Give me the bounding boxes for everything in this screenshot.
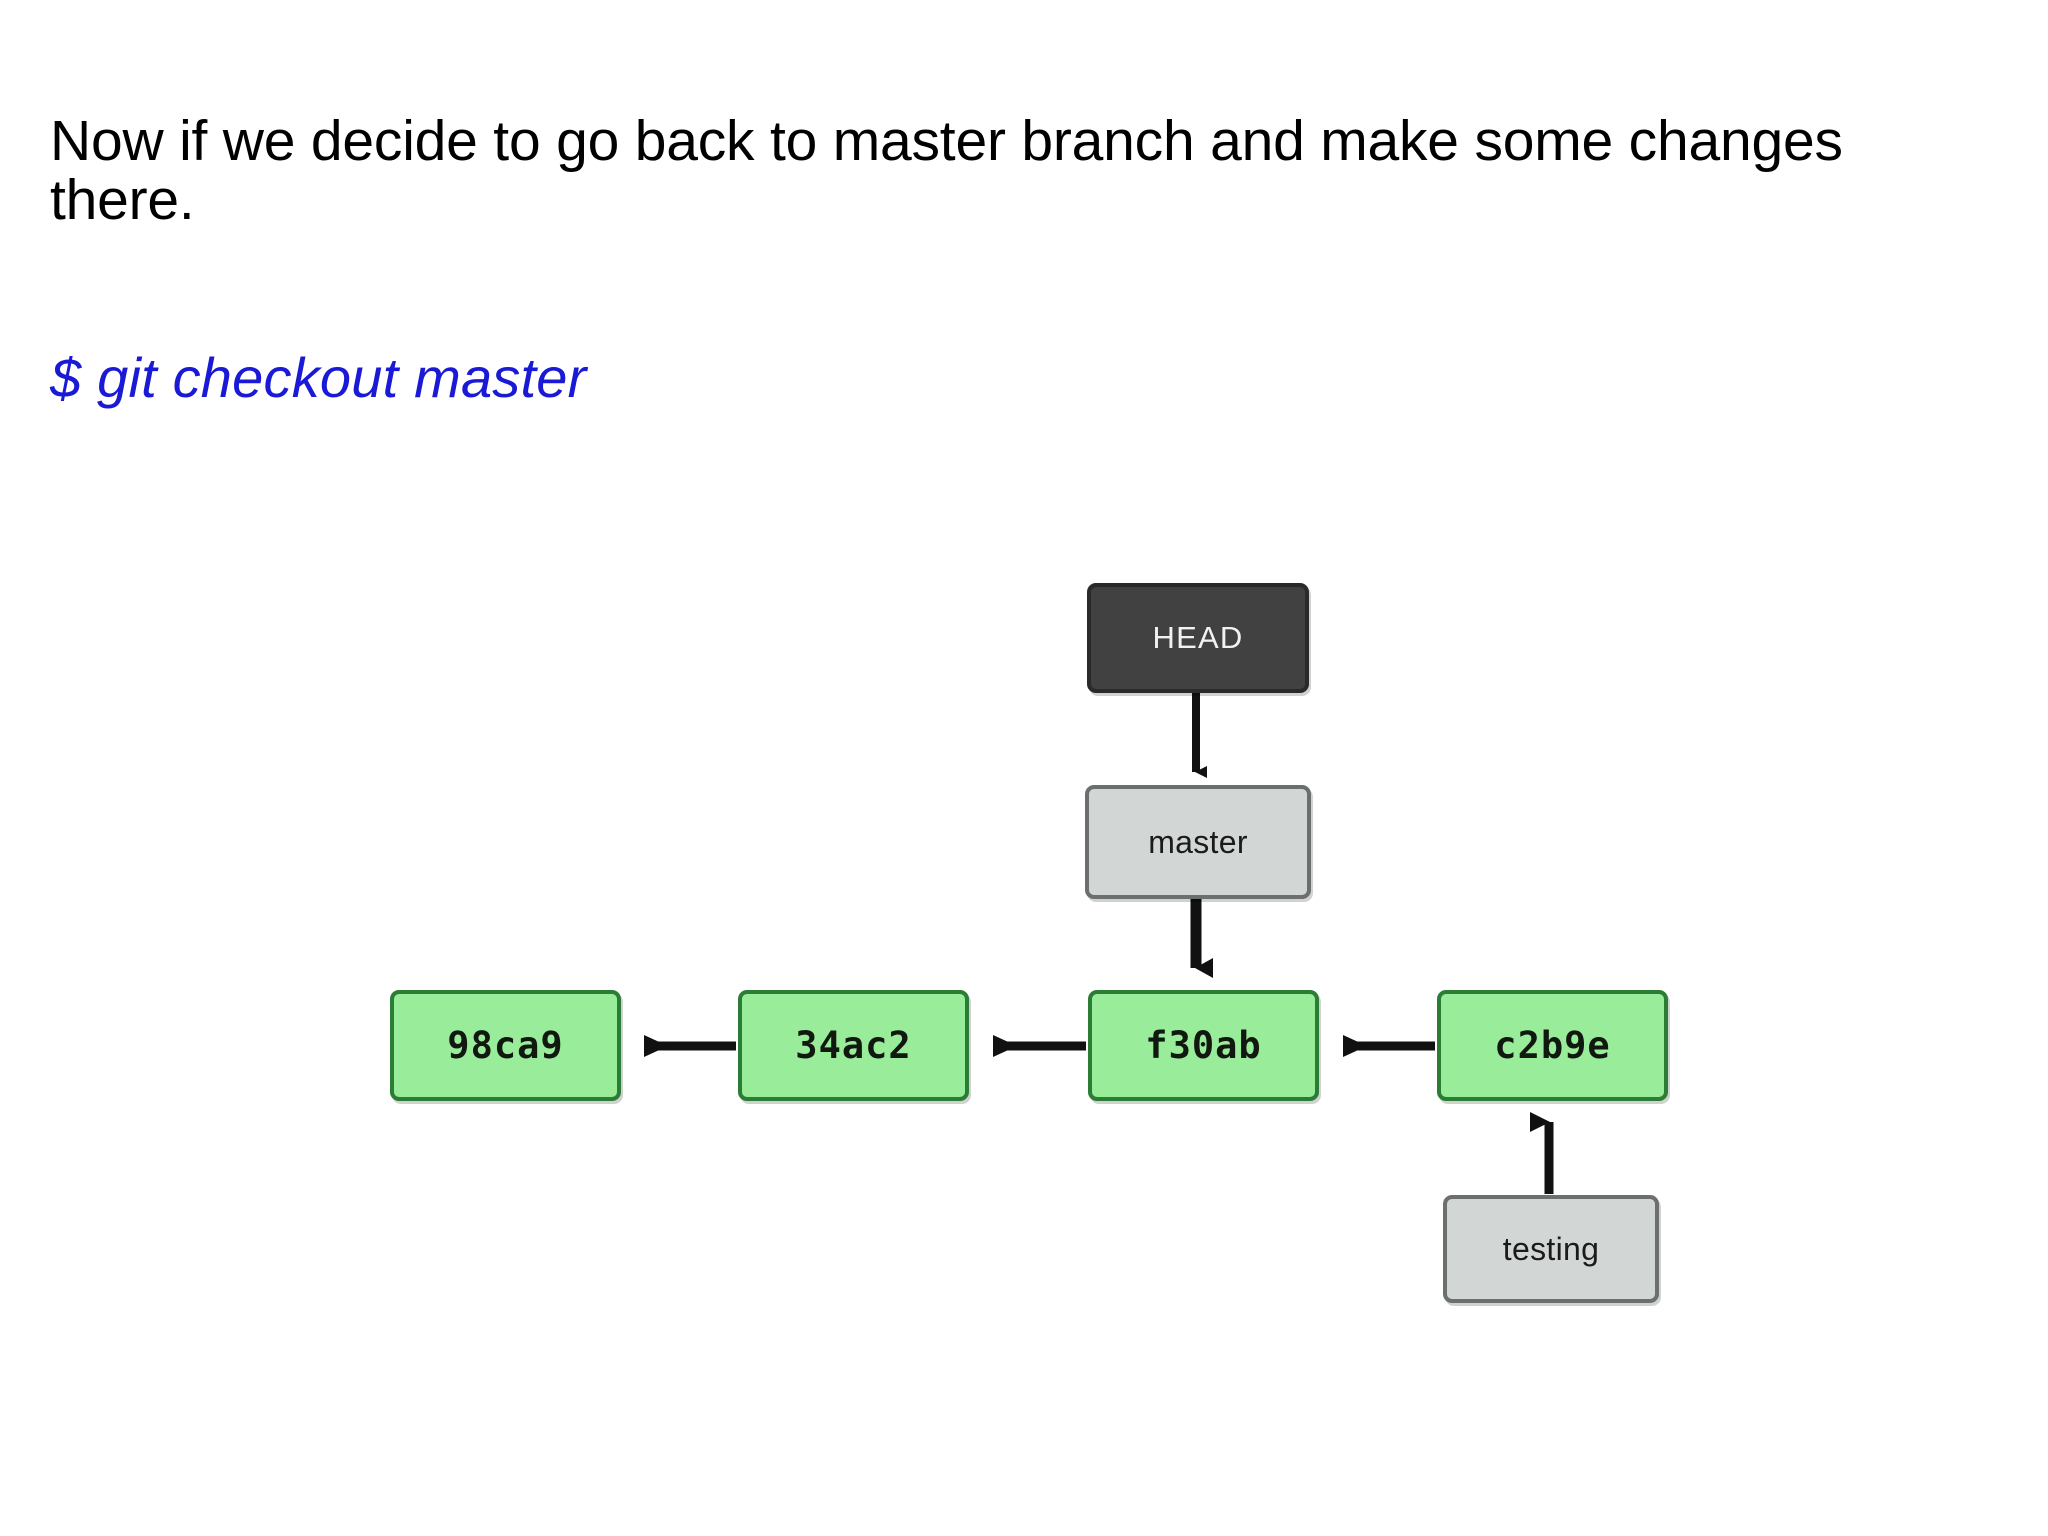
node-master-label: master	[1148, 823, 1248, 860]
node-commit-label: c2b9e	[1494, 1024, 1611, 1067]
node-commit-label: f30ab	[1145, 1024, 1262, 1067]
slide-heading: Now if we decide to go back to master br…	[50, 109, 1859, 233]
node-commit-98ca9: 98ca9	[390, 990, 621, 1101]
node-branch-master: master	[1085, 785, 1311, 899]
node-commit-label: 98ca9	[447, 1024, 564, 1067]
git-command-text: $ git checkout master	[50, 346, 587, 409]
node-commit-f30ab: f30ab	[1088, 990, 1319, 1101]
node-branch-testing: testing	[1443, 1195, 1659, 1303]
node-commit-34ac2: 34ac2	[738, 990, 969, 1101]
node-commit-label: 34ac2	[795, 1024, 912, 1067]
node-testing-label: testing	[1502, 1230, 1600, 1267]
node-head-label: HEAD	[1152, 620, 1244, 655]
node-head: HEAD	[1087, 583, 1309, 693]
node-commit-c2b9e: c2b9e	[1437, 990, 1668, 1101]
